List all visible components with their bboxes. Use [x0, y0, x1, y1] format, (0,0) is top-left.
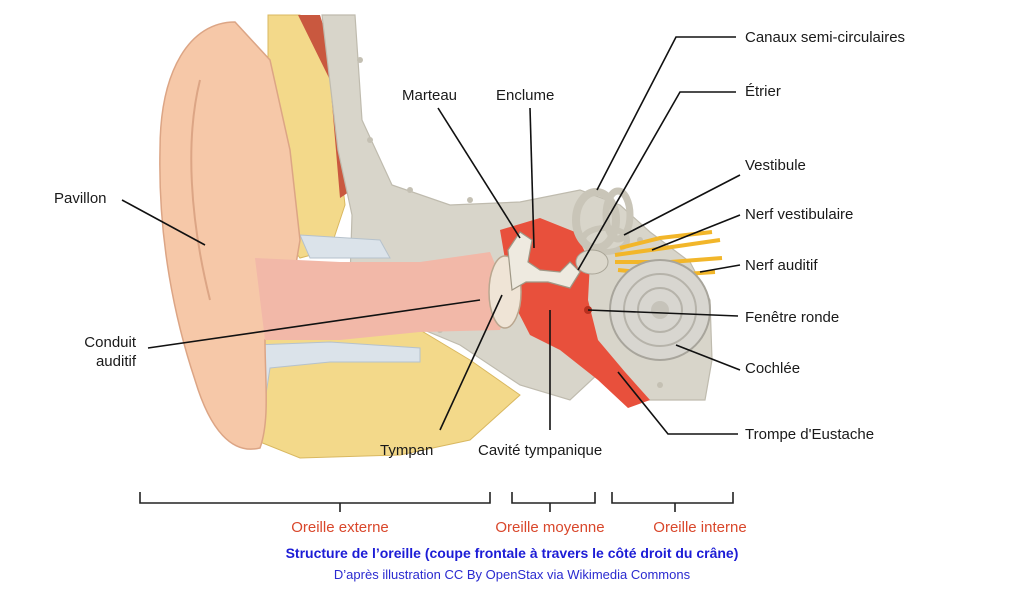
label-vestibule: Vestibule — [745, 157, 806, 174]
label-etrier: Étrier — [745, 83, 781, 100]
region-label-moyenne: Oreille moyenne — [495, 519, 604, 536]
leader-canaux — [596, 36, 736, 191]
pinna — [159, 21, 301, 450]
leader-pavillon — [121, 199, 206, 246]
malleus-incus-ossicles — [507, 231, 581, 291]
leader-tympan — [439, 294, 503, 431]
leader-nerf-vestibulaire — [651, 214, 741, 251]
leader-lines — [121, 36, 741, 435]
label-enclume: Enclume — [496, 87, 554, 104]
bracket-moyenne — [511, 492, 596, 512]
leader-cochlee — [675, 344, 741, 371]
label-nerf-auditif: Nerf auditif — [745, 257, 818, 274]
region-label-interne: Oreille interne — [653, 519, 746, 536]
label-conduit-line1: Conduit — [84, 334, 137, 351]
bracket-interne — [611, 492, 734, 512]
upper-cartilage — [299, 234, 391, 259]
leader-vestibule — [623, 174, 741, 236]
label-nerf-vestibulaire: Nerf vestibulaire — [745, 206, 853, 223]
ear-illustration — [159, 14, 723, 459]
leader-enclume — [529, 107, 535, 249]
middle-ear-cavity — [500, 218, 650, 408]
leader-marteau — [437, 107, 521, 239]
region-label-externe: Oreille externe — [291, 519, 389, 536]
cochlea-shape — [609, 259, 711, 361]
caption-credit: D’après illustration CC By OpenStax via … — [334, 567, 691, 582]
label-tympan: Tympan — [380, 442, 433, 459]
leader-nerf-auditif — [699, 264, 741, 273]
leader-etrier — [577, 91, 736, 271]
bracket-externe — [139, 492, 491, 512]
label-marteau: Marteau — [402, 87, 457, 104]
label-conduit-line2: auditif — [96, 353, 137, 370]
label-trompe: Trompe d'Eustache — [745, 426, 874, 443]
leader-fenetre-ronde — [587, 309, 739, 317]
region-brackets — [139, 492, 734, 512]
structure-labels: Canaux semi-circulaires Étrier Vestibule… — [54, 29, 905, 459]
label-cochlee: Cochlée — [745, 360, 800, 377]
label-canaux: Canaux semi-circulaires — [745, 29, 905, 46]
caption-title: Structure de l’oreille (coupe frontale à… — [286, 545, 739, 561]
vestibule-shape — [575, 249, 609, 275]
pinna-fold — [190, 79, 211, 301]
leader-conduit — [147, 299, 481, 349]
auditory-canal — [255, 252, 510, 340]
label-pavillon: Pavillon — [54, 190, 107, 207]
label-cavite: Cavité tympanique — [478, 442, 602, 459]
semicircular-canals-shape — [572, 187, 634, 255]
region-labels: Oreille externe Oreille moyenne Oreille … — [291, 519, 746, 536]
label-fenetre-ronde: Fenêtre ronde — [745, 309, 839, 326]
leader-trompe — [617, 371, 738, 435]
